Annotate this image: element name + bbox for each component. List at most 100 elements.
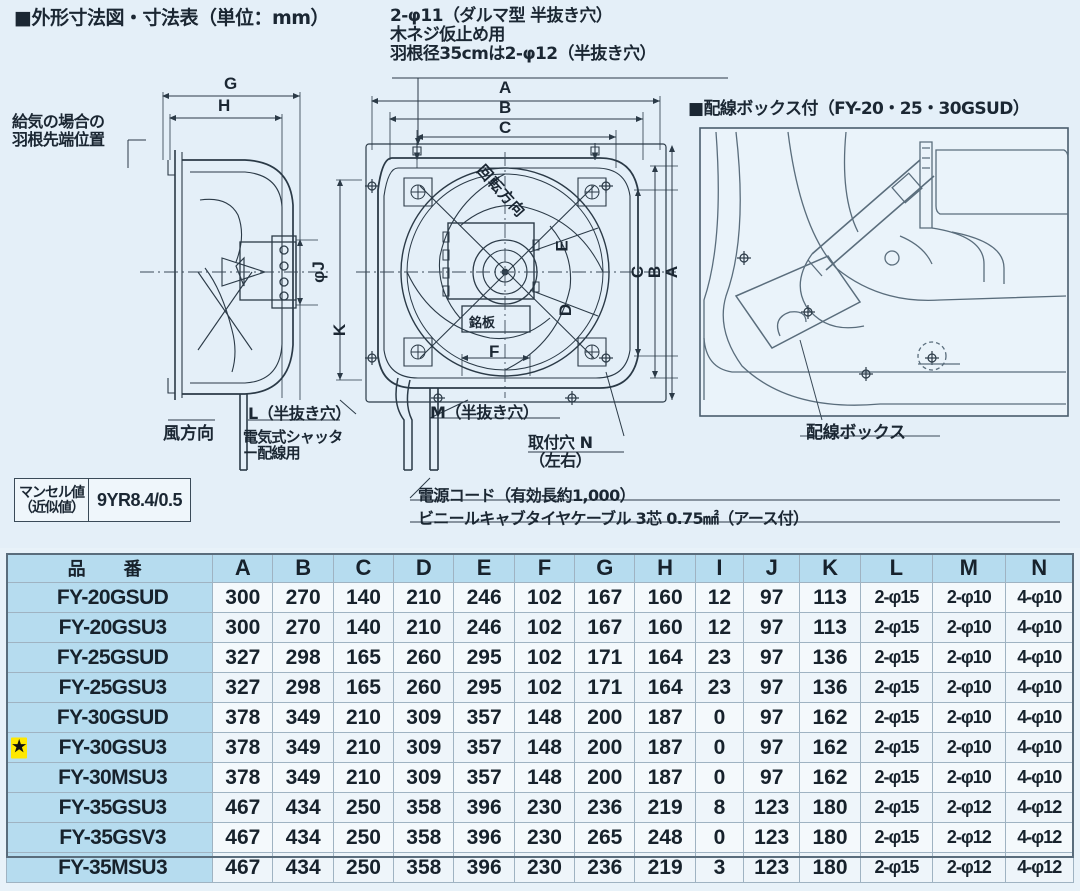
table-cell-j: 97 bbox=[743, 672, 801, 703]
table-cell-e: 246 bbox=[453, 582, 515, 613]
table-cell-g: 236 bbox=[574, 852, 636, 883]
model-name: FY-25GSUD bbox=[56, 645, 169, 669]
table-cell-f: 230 bbox=[513, 792, 576, 823]
table-cell-h: 219 bbox=[634, 852, 696, 883]
model-name: FY-30GSU3 bbox=[58, 735, 167, 759]
table-cell-b: 434 bbox=[272, 852, 334, 883]
table-cell-l: 2-φ15 bbox=[859, 822, 934, 853]
table-cell-n: 4-φ12 bbox=[1004, 792, 1074, 823]
table-cell-m: 2-φ10 bbox=[932, 612, 1006, 643]
table-cell-n: 4-φ10 bbox=[1004, 642, 1074, 673]
table-cell-model: FY-20GSU3 bbox=[5, 612, 214, 643]
table-cell-b: 434 bbox=[272, 792, 334, 823]
munsell-label-line2: （近似値） bbox=[19, 499, 85, 515]
table-header-m: M bbox=[932, 553, 1006, 583]
table-cell-m: 2-φ10 bbox=[932, 702, 1006, 733]
table-cell-k: 113 bbox=[799, 582, 861, 613]
intake-position-note: 給気の場合の 羽根先端位置 bbox=[12, 112, 105, 149]
table-cell-b: 349 bbox=[272, 732, 334, 763]
table-header-b: B bbox=[272, 553, 334, 583]
model-name: FY-35GSU3 bbox=[58, 795, 167, 819]
table-cell-a: 378 bbox=[212, 762, 274, 793]
dim-label-a-top: A bbox=[499, 78, 512, 97]
table-cell-c: 250 bbox=[332, 822, 395, 853]
table-cell-a: 378 bbox=[212, 732, 274, 763]
table-cell-j: 123 bbox=[743, 852, 801, 883]
dim-label-b-right: B bbox=[645, 265, 665, 279]
munsell-label: マンセル値 （近似値） bbox=[15, 479, 89, 521]
table-cell-h: 219 bbox=[634, 792, 696, 823]
table-cell-d: 358 bbox=[393, 852, 455, 883]
table-cell-g: 200 bbox=[574, 732, 636, 763]
table-cell-d: 358 bbox=[393, 792, 455, 823]
table-cell-e: 295 bbox=[453, 642, 515, 673]
munsell-value: 9YR8.4/0.5 bbox=[97, 489, 183, 510]
table-cell-g: 167 bbox=[574, 612, 636, 643]
table-cell-f: 102 bbox=[513, 582, 576, 613]
dim-label-e: E bbox=[552, 240, 572, 252]
table-cell-e: 246 bbox=[453, 612, 515, 643]
table-cell-n: 4-φ12 bbox=[1004, 822, 1074, 853]
table-cell-a: 467 bbox=[212, 852, 274, 883]
table-cell-j: 123 bbox=[743, 792, 801, 823]
table-cell-model: FY-35MSU3 bbox=[5, 852, 214, 883]
table-cell-c: 210 bbox=[332, 732, 395, 763]
table-cell-h: 164 bbox=[634, 642, 696, 673]
table-header-c: C bbox=[332, 553, 395, 583]
wiring-box-panel-title: ■配線ボックス付（FY-20・25・30GSUD） bbox=[688, 99, 1030, 119]
nameplate-label: 銘板 bbox=[469, 316, 496, 331]
m-hole-note: M（半抜き穴） bbox=[430, 403, 539, 422]
table-cell-d: 358 bbox=[393, 822, 455, 853]
table-cell-g: 167 bbox=[574, 582, 636, 613]
wiring-box-label: 配線ボックス bbox=[806, 423, 906, 443]
table-cell-n: 4-φ10 bbox=[1004, 702, 1074, 733]
table-cell-c: 210 bbox=[332, 762, 395, 793]
dim-label-k: K bbox=[330, 323, 350, 337]
dim-label-h: H bbox=[218, 96, 231, 115]
table-cell-i: 0 bbox=[694, 762, 745, 793]
table-cell-k: 180 bbox=[799, 792, 861, 823]
table-cell-c: 140 bbox=[332, 612, 395, 643]
table-cell-a: 300 bbox=[212, 612, 274, 643]
power-cord-note: 電源コード（有効長約1,000） bbox=[418, 486, 636, 505]
table-cell-d: 260 bbox=[393, 672, 455, 703]
table-cell-f: 102 bbox=[513, 642, 576, 673]
table-cell-n: 4-φ10 bbox=[1004, 672, 1074, 703]
table-cell-d: 309 bbox=[393, 732, 455, 763]
star-icon: ★ bbox=[11, 737, 27, 758]
table-cell-a: 327 bbox=[212, 642, 274, 673]
table-cell-j: 123 bbox=[743, 822, 801, 853]
table-cell-c: 140 bbox=[332, 582, 395, 613]
dim-label-a-right: A bbox=[662, 265, 682, 279]
technical-drawing-svg bbox=[127, 77, 1069, 523]
darma-hole-note: 2-φ11（ダルマ型 半抜き穴） 木ネジ仮止め用 羽根径35cmは2-φ12（半… bbox=[390, 6, 656, 65]
table-cell-i: 8 bbox=[694, 792, 745, 823]
table-cell-g: 171 bbox=[574, 642, 636, 673]
table-cell-j: 97 bbox=[743, 732, 801, 763]
wind-direction-label: 風方向 bbox=[163, 424, 214, 444]
table-header-a: A bbox=[212, 553, 274, 583]
model-name: FY-25GSU3 bbox=[58, 675, 167, 699]
table-cell-d: 210 bbox=[393, 582, 455, 613]
table-cell-b: 270 bbox=[272, 582, 334, 613]
table-cell-n: 4-φ10 bbox=[1004, 582, 1074, 613]
page-title: ■外形寸法図・寸法表（単位：mm） bbox=[14, 7, 330, 29]
table-cell-g: 200 bbox=[574, 702, 636, 733]
table-cell-m: 2-φ10 bbox=[932, 762, 1006, 793]
table-cell-k: 136 bbox=[799, 642, 861, 673]
table-cell-m: 2-φ10 bbox=[932, 582, 1006, 613]
table-cell-i: 12 bbox=[694, 612, 745, 643]
table-cell-d: 260 bbox=[393, 642, 455, 673]
table-cell-model: FY-30GSUD bbox=[5, 702, 214, 733]
